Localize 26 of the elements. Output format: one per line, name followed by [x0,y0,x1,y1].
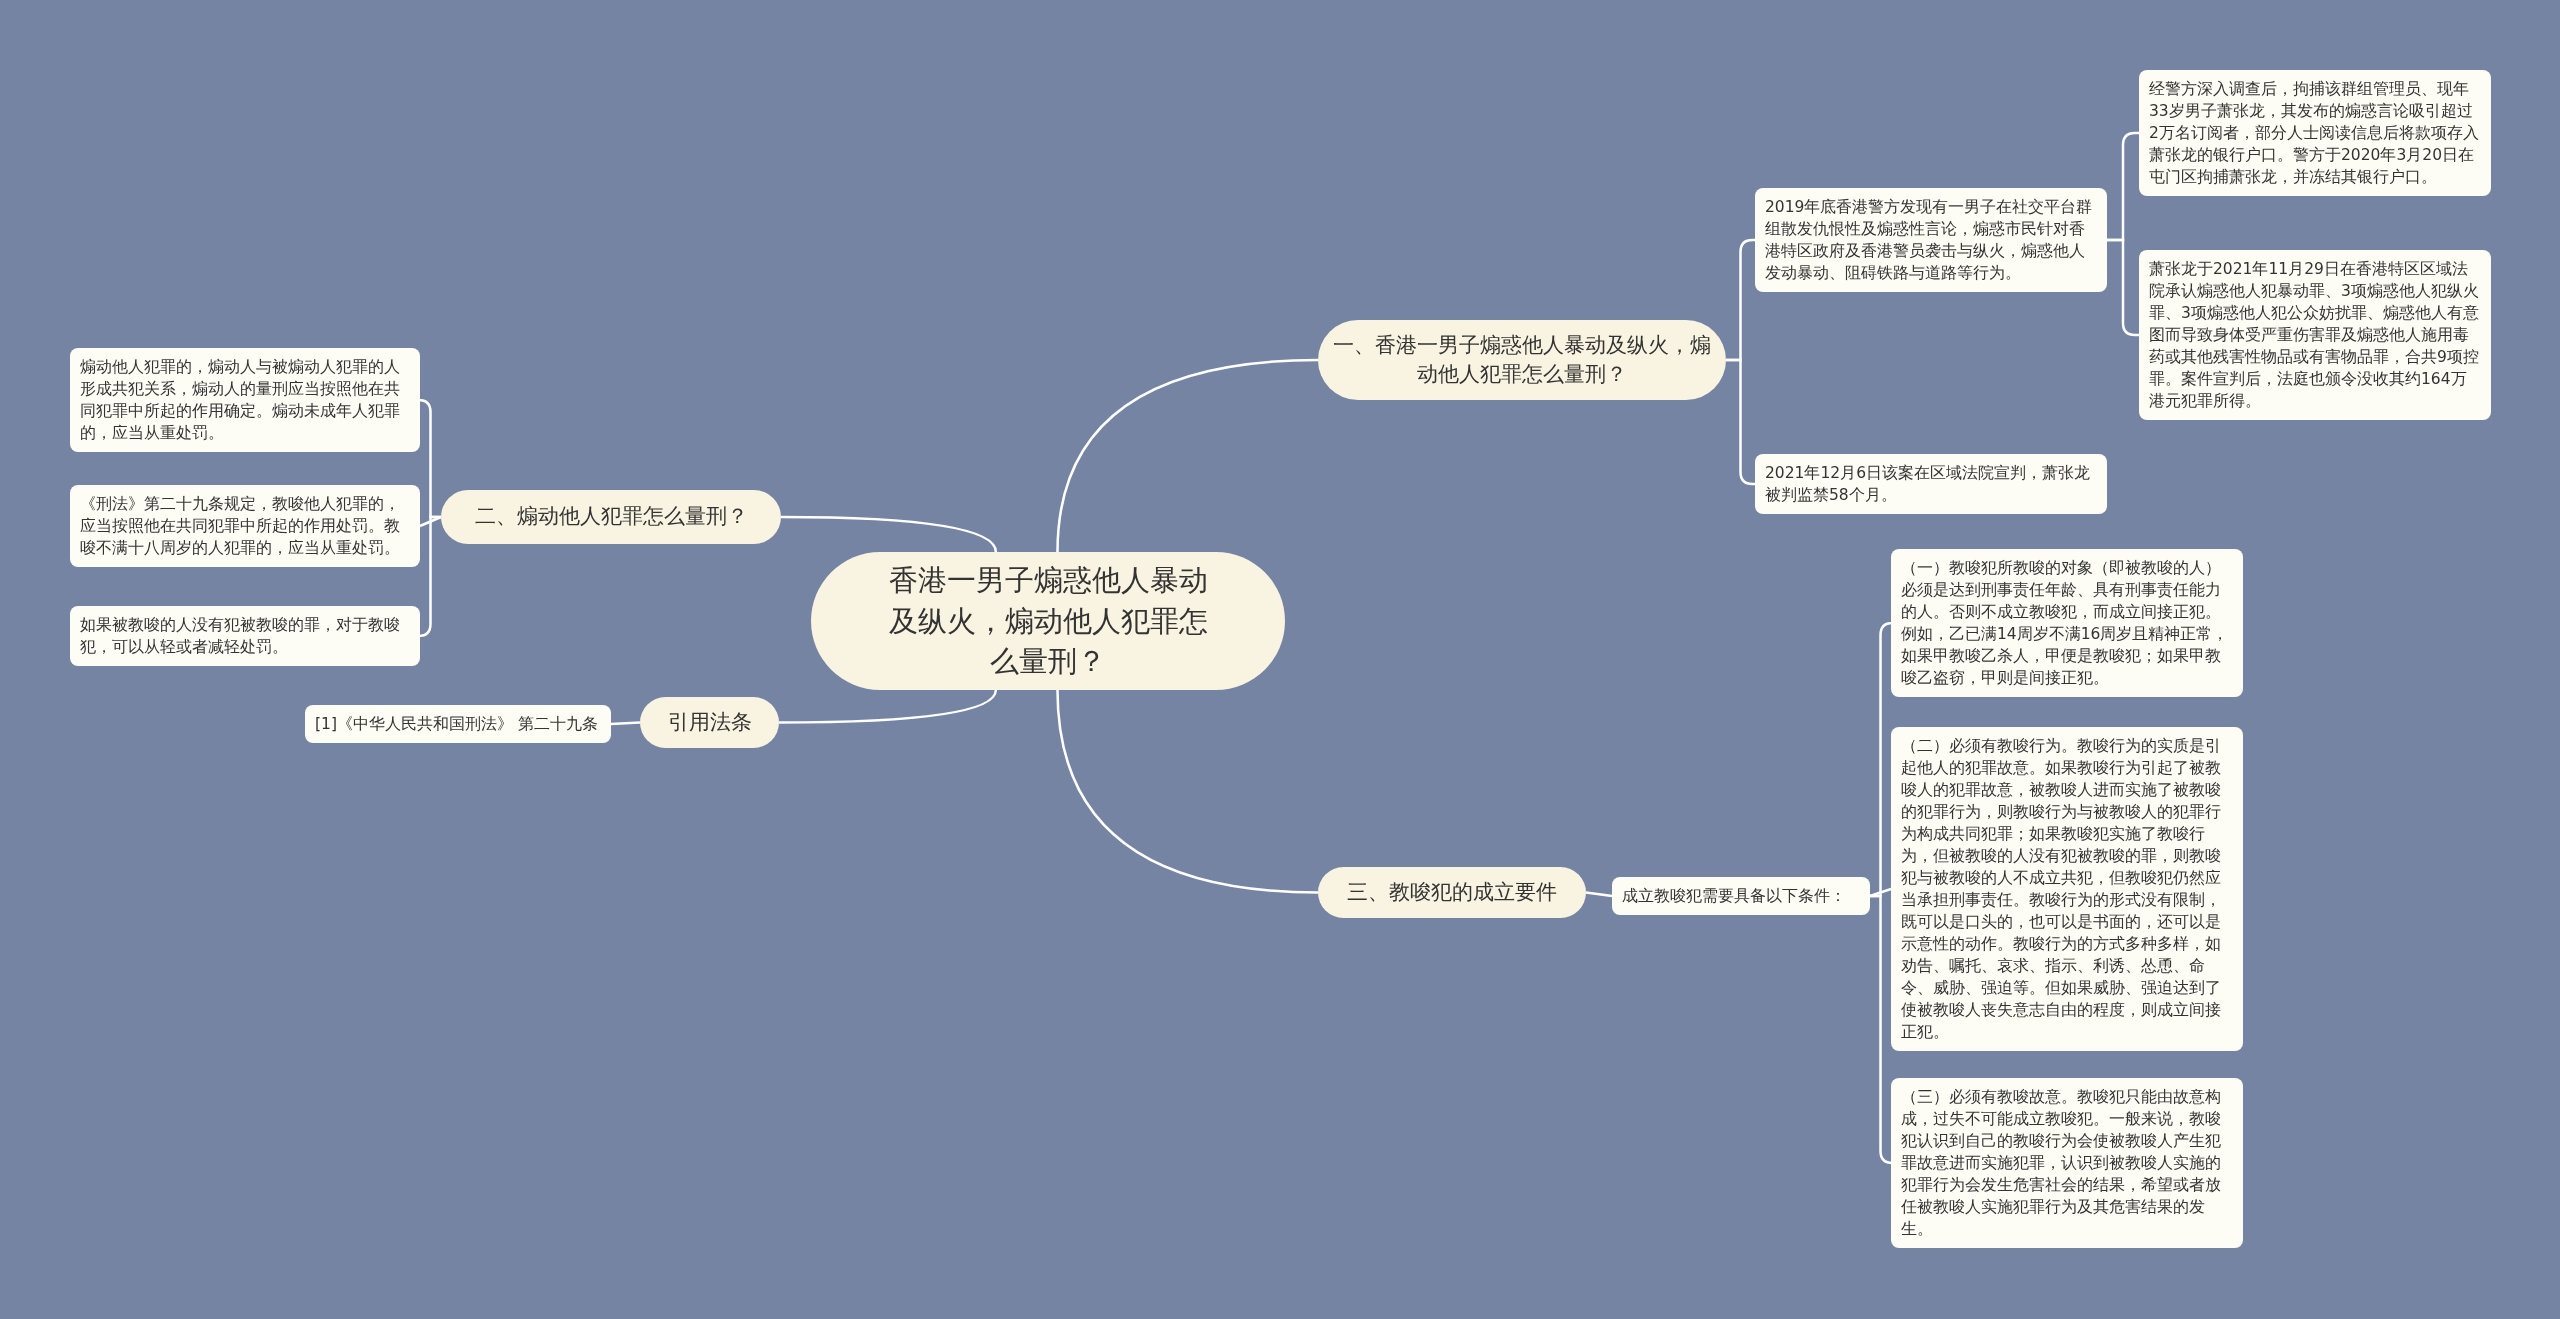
text-card: 《刑法》第二十九条规定，教唆他人犯罪的，应当按照他在共同犯罪中所起的作用处罚。教唆不满十八周岁的人犯罪的，应当从重处罚。 [70,485,420,567]
branch-topic: 引用法条 [640,697,779,748]
connector-line [610,721,641,726]
connector-line [1726,358,1755,486]
text-card: （二）必须有教唆行为。教唆行为的实质是引起他人的犯罪故意。如果教唆行为引起了被教唆人的犯罪故意，被教唆人进而实施了被教唆的犯罪行为，则教唆行为与被教唆人的犯罪行为构成共同犯罪；如果教唆犯实施了教唆行为，但被教唆的人没有犯被教唆的罪，则教唆犯与被教唆的人不成立共犯，但教唆犯仍然应当承担刑事责任。教唆行为的形式没有限制，既可以是口头的，也可以是书面的，还可以是示意性的动作。教唆行为的方式多种多样，如劝告、嘱托、哀求、指示、利诱、怂恿、命令、威胁、强迫等。但如果威胁、强迫达到了使被教唆人丧失意志自由的程度，则成立间接正犯。 [1891,727,2243,1051]
branch-topic: 二、煽动他人犯罪怎么量刑？ [441,490,781,544]
text-card: 2021年12月6日该案在区域法院宣判，萧张龙被判监禁58个月。 [1755,454,2107,514]
connector-line [781,515,998,553]
branch-topic: 三、教唆犯的成立要件 [1318,867,1586,918]
text-card: 如果被教唆的人没有犯被教唆的罪，对于教唆犯，可以从轻或者减轻处罚。 [70,606,420,666]
connector-line [1585,891,1613,898]
branch-topic: 一、香港一男子煽惑他人暴动及纵火，煽动他人犯罪怎么量刑？ [1318,320,1726,400]
central-topic: 香港一男子煽惑他人暴动及纵火，煽动他人犯罪怎么量刑？ [811,552,1285,690]
text-card: 煽动他人犯罪的，煽动人与被煽动人犯罪的人形成共犯关系，煽动人的量刑应当按照他在共同犯罪中所起的作用确定。煽动未成年人犯罪的，应当从重处罚。 [70,348,420,452]
text-card: 成立教唆犯需要具备以下条件： [1612,877,1870,915]
connector-line [1056,689,1319,894]
text-card: 萧张龙于2021年11月29日在香港特区区域法院承认煽惑他人犯暴动罪、3项煽惑他人犯纵火罪、3项煽惑他人犯公众妨扰罪、煽惑他人有意图而导致身体受严重伤害罪及煽惑他人施用毒药或其他残害性物品或有害物品罪，合共9项控罪。案件宣判后，法庭也颁令没收其约164万港元犯罪所得。 [2139,250,2491,420]
text-card: （一）教唆犯所教唆的对象（即被教唆的人）必须是达到刑事责任年龄、具有刑事责任能力的人。否则不成立教唆犯，而成立间接正犯。例如，乙已满14周岁不满16周岁且精神正常，如果甲教唆乙杀人，甲便是教唆犯；如果甲教唆乙盗窃，甲则是间接正犯。 [1891,549,2243,697]
text-card: [1]《中华人民共和国刑法》 第二十九条 [305,705,611,743]
connector-line [1869,887,1892,898]
text-card: 经警方深入调查后，拘捕该群组管理员、现年33岁男子萧张龙，其发布的煽惑言论吸引超过2万名订阅者，部分人士阅读信息后将款项存入萧张龙的银行户口。警方于2020年3月20日在屯门区拘捕萧张龙，并冻结其银行户口。 [2139,70,2491,196]
text-card: 2019年底香港警方发现有一男子在社交平台群组散发仇恨性及煽惑性言论，煽惑市民针对香港特区政府及香港警员袭击与纵火，煽惑他人发动暴动、阻碍铁路与道路等行为。 [1755,188,2107,292]
text-card: （三）必须有教唆故意。教唆犯只能由故意构成，过失不可能成立教唆犯。一般来说，教唆犯认识到自己的教唆行为会使被教唆人产生犯罪故意进而实施犯罪，认识到被教唆人实施的犯罪行为会发生危害社会的结果，希望或者放任被教唆人实施犯罪行为及其危害结果的发生。 [1891,1078,2243,1248]
connector-line [779,689,998,724]
connector-line [1056,358,1319,553]
connector-line [419,515,442,528]
